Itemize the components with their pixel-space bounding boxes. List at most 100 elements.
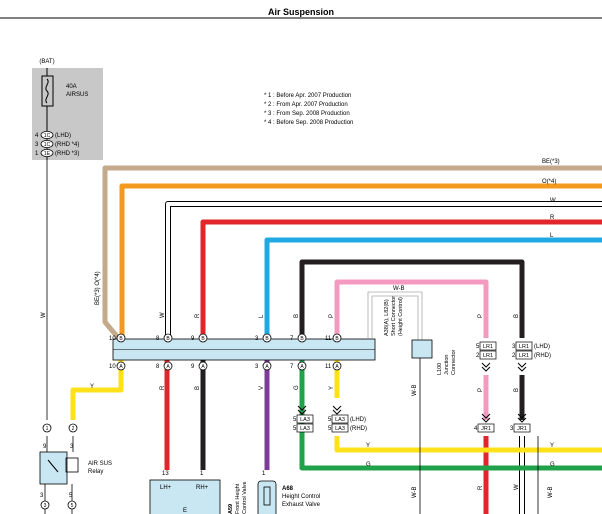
la3-53-box xyxy=(296,423,314,433)
la3-55-code: LA3 xyxy=(335,426,345,432)
jc-bottom-code: A xyxy=(265,364,269,370)
jc-top-badge xyxy=(163,333,173,343)
la3-53-code: LA3 xyxy=(300,426,310,432)
wire-letter-y-left: Y xyxy=(90,384,94,390)
jc-bottom-code: A xyxy=(335,364,339,370)
wire-letter-w-fuse: W xyxy=(41,312,47,318)
wire-letter-y-mid: Y xyxy=(366,443,370,449)
wire-letter-g: G xyxy=(294,385,300,390)
fuse-conn-code: 1C xyxy=(44,133,51,139)
jc-bottom-badge xyxy=(163,361,173,371)
jc-bottom-pin: 3 xyxy=(255,364,259,370)
la3-52-box xyxy=(296,414,314,424)
lr1-35-note: (LHD) xyxy=(534,344,550,350)
label-r: R xyxy=(550,215,555,221)
wire-letter-r-bottom: R xyxy=(478,485,484,490)
l100-connector xyxy=(411,339,433,359)
fuse-conn-badge xyxy=(40,139,54,148)
fuse-conn-badge xyxy=(40,148,54,157)
label-y-right: Y xyxy=(550,443,554,449)
wire-letter-b: B xyxy=(294,314,300,318)
exhaust-valve-line2: Exhaust Valve xyxy=(282,502,321,508)
fuse-conn-pin: 4 xyxy=(35,133,39,139)
wire-letter-w-bottom: W xyxy=(514,484,520,490)
wire-letter-be-o: BE(*3) O(*4) xyxy=(95,271,101,305)
wire-r xyxy=(200,219,602,338)
wire-letter-g-mid: G xyxy=(366,462,371,468)
relay-coil-icon xyxy=(65,457,79,473)
chevron-icon xyxy=(517,362,527,372)
la3-54-box xyxy=(331,414,349,424)
la3-55-note: (RHD) xyxy=(350,426,367,432)
jc-top-pin: 3 xyxy=(255,336,259,342)
fuse-name: AIRSUS xyxy=(66,92,88,98)
fuse-header: (BAT) xyxy=(39,59,54,65)
jc-bottom-pin: 7 xyxy=(290,364,294,370)
chevron-icon xyxy=(332,405,342,415)
wire-letter-wb-low: W-B xyxy=(412,486,418,498)
la3-52-code: LA3 xyxy=(300,417,310,423)
jc-top-code: B xyxy=(335,336,339,342)
fuse-conn-code: 1E xyxy=(44,151,51,157)
wire-p-top xyxy=(334,279,489,338)
lr1-23-code: LR1 xyxy=(483,353,493,359)
exhaust-valve-pin: 1 xyxy=(262,471,266,477)
exhaust-valve-line1: Height Control xyxy=(282,494,320,500)
jc-bottom-badge xyxy=(198,361,208,371)
lr1-57-code: LR1 xyxy=(483,344,493,350)
relay-term-bottom-right-code: 5 xyxy=(71,503,74,509)
wire-letter-b-ecu: B xyxy=(195,386,201,390)
jr1-4-box xyxy=(477,423,495,433)
production-notes: * 1 : Before Apr. 2007 Production* 2 : F… xyxy=(264,93,353,126)
wire-b-top xyxy=(299,259,525,338)
fuse-conn-note: (RHD *4) xyxy=(55,142,79,148)
jc-bottom-pin: 9 xyxy=(191,364,195,370)
jc-label-3: (Height Control) xyxy=(398,297,404,336)
jc-top-badge xyxy=(332,333,342,343)
ecu-label-right: RH+ xyxy=(196,485,209,491)
label-be: BE(*3) xyxy=(542,159,560,165)
lr1-35-box xyxy=(515,341,533,351)
ecu-label-left: LH+ xyxy=(160,485,172,491)
chevron-icon xyxy=(297,405,307,415)
production-note: * 2 : From Apr. 2007 Production xyxy=(264,102,348,108)
wire-w xyxy=(166,202,602,338)
fuse-conn-pin: 3 xyxy=(35,142,39,148)
relay-pin-bottom-right: 5 xyxy=(69,493,73,499)
ecu-code: E xyxy=(183,508,187,514)
wire-letter-wb-top: W-B xyxy=(393,286,405,292)
relay-term-left xyxy=(42,423,52,433)
jr1-4-pin: 4 xyxy=(474,426,478,432)
wire-letter-p: P xyxy=(329,314,335,318)
relay-term-right-code: 2 xyxy=(72,426,75,432)
wire-wb-double xyxy=(367,291,423,340)
wire-letter-w: W xyxy=(160,312,166,318)
wire-letter-p-lower: P xyxy=(478,388,484,392)
ecu-side-label-2: Control Valve xyxy=(242,481,248,514)
relay-term-bottom-left xyxy=(40,500,50,510)
jc-top-pin: 9 xyxy=(191,336,195,342)
ecu-pin-left: 13 xyxy=(162,471,169,477)
production-note: * 3 : From Sep. 2008 Production xyxy=(264,111,350,117)
wire-y-left xyxy=(70,360,124,420)
height-control-exhaust-valve xyxy=(257,480,277,514)
relay-name-2: Relay xyxy=(88,469,103,475)
wire-letter-r-ecu: R xyxy=(160,385,166,390)
jc-label-1: A38(A), L82(B) xyxy=(384,299,390,336)
ecu-side-code: A59 xyxy=(228,504,234,514)
jc-bottom-code: A xyxy=(201,364,205,370)
relay-pin-bottom-left: 3 xyxy=(40,493,44,499)
wire-letter-y: Y xyxy=(329,386,335,390)
relay-term-bottom-right xyxy=(67,500,77,510)
lr1-57-box xyxy=(479,341,497,351)
fuse-rating: 40A xyxy=(66,84,77,90)
jc-top-pin: 10 xyxy=(109,336,116,342)
lr1-24-note: (RHD) xyxy=(534,353,551,359)
jc-bottom-badge xyxy=(116,361,126,371)
relay-term-bottom-left-code: 3 xyxy=(44,503,47,509)
jr1-3-pin: 3 xyxy=(510,426,514,432)
